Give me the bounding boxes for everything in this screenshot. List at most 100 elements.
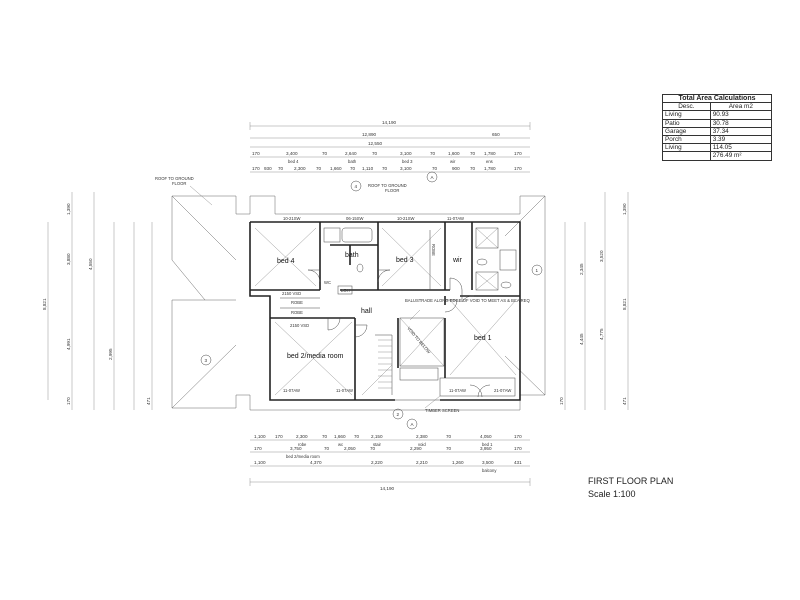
area-value: 37.34 xyxy=(709,126,773,137)
top-row4-d9: 3,100 xyxy=(400,166,412,171)
window-tags: 10-21SW 06-15SW 10-21SW 11-07AW 11-07AW … xyxy=(282,216,511,413)
grid-marker-a-top: A xyxy=(431,175,435,180)
bot-row1-d2: 2,300 xyxy=(296,434,308,439)
top-row4-d6: 70 xyxy=(350,166,356,171)
left-dim-5: 2,995 xyxy=(108,348,113,360)
window-tag-1: 06-15SW xyxy=(346,216,364,221)
area-table-col-desc: Desc. xyxy=(662,102,711,112)
table-row: Living 90.93 xyxy=(662,110,773,120)
top-row4-d8: 70 xyxy=(382,166,388,171)
top-row4-d11: 900 xyxy=(452,166,460,171)
top-label-bath: bath xyxy=(348,159,357,164)
roof-outline: ROOF TO GROUND FLOOR ROOF TO GROUND FLOO… xyxy=(155,176,546,411)
top-row4-d1: 930 xyxy=(264,166,272,171)
top-label-bed4: bed 4 xyxy=(288,159,299,164)
right-dim-5: 4,775 xyxy=(599,328,604,340)
room-bed1: bed 1 xyxy=(474,335,492,342)
plan-title: FIRST FLOOR PLAN xyxy=(588,476,674,486)
grid-marker-4: 4 xyxy=(355,184,358,189)
bot-row3-d6: 431 xyxy=(514,460,522,465)
left-dim-2: 4,550 xyxy=(88,258,93,270)
table-row: Garage 37.34 xyxy=(662,126,773,137)
area-desc: Porch xyxy=(662,135,711,145)
area-desc: Living xyxy=(662,110,711,120)
window-tag-4: 11-07AW xyxy=(283,388,300,393)
bot-row1-d8: 70 xyxy=(446,434,452,439)
bot-row3-d4: 1,260 xyxy=(452,460,464,465)
bot-row1-d4: 1,660 xyxy=(334,434,346,439)
robe-label-2: ROBE xyxy=(291,310,303,315)
bot-label-robe: robe xyxy=(298,442,307,447)
window-tag-8: 2150 VSD xyxy=(282,291,301,296)
bot-row1-d0: 1,100 xyxy=(254,434,266,439)
bot-overall-dim: 14,190 xyxy=(380,486,394,491)
top-row3-d4: 70 xyxy=(372,151,378,156)
left-dim-1: 3,880 xyxy=(66,253,71,265)
top-dimensions: 14,190 12,890 650 12,550 170 3,400 70 2,… xyxy=(249,120,531,173)
fixtures xyxy=(323,227,517,291)
void-note: VOID TO BELOW xyxy=(406,326,431,355)
grid-marker-a-bottom: A xyxy=(411,422,415,427)
top-label-wir: wir xyxy=(450,159,456,164)
top-row4-d2: 70 xyxy=(278,166,284,171)
right-dim-6: 170 xyxy=(559,397,564,405)
room-wc: WC xyxy=(324,280,331,285)
room-bed4: bed 4 xyxy=(277,258,295,265)
left-dim-4: 4,991 xyxy=(66,338,71,350)
room-hall: hall xyxy=(361,308,372,315)
roof-note-mid-2: FLOOR xyxy=(385,188,399,193)
area-table-col-area: Area m2 xyxy=(709,102,773,112)
doors xyxy=(307,269,491,398)
top-row1-dim: 12,890 xyxy=(362,132,376,137)
bot-row2-d4: 70 xyxy=(370,446,376,451)
area-value: 114.05 xyxy=(709,143,773,153)
table-row: Porch 3.39 xyxy=(662,135,773,145)
area-value: 30.78 xyxy=(709,118,773,128)
top-row3-d10: 170 xyxy=(514,151,522,156)
top-label-ens: ens xyxy=(486,159,493,164)
left-dim-6: 170 xyxy=(66,397,71,405)
table-row: Living 114.05 xyxy=(662,143,773,153)
area-total-blank xyxy=(662,151,711,161)
bot-label-void: void xyxy=(418,442,426,447)
top-row4-d5: 1,660 xyxy=(330,166,342,171)
room-bath: bath xyxy=(345,252,359,259)
area-value: 3.39 xyxy=(709,135,773,145)
left-dim-3: 8,821 xyxy=(42,298,47,310)
top-row4-d0: 170 xyxy=(252,166,260,171)
bot-row3-d3: 2,210 xyxy=(416,460,428,465)
bot-row3-d5: 3,500 xyxy=(482,460,494,465)
bot-label-wc: wc xyxy=(338,442,343,447)
right-dim-0: 1,390 xyxy=(622,203,627,215)
top-row4-d13: 1,780 xyxy=(484,166,496,171)
window-tag-2: 10-21SW xyxy=(397,216,415,221)
plan-scale: Scale 1:100 xyxy=(588,489,636,499)
top-row4-d4: 70 xyxy=(316,166,322,171)
robe-label-3: ROBE xyxy=(431,244,436,256)
top-row3-d0: 170 xyxy=(252,151,260,156)
external-walls xyxy=(249,221,521,401)
bot-label-balcony: balcony xyxy=(482,468,497,473)
bot-row2-d3: 2,050 xyxy=(344,446,356,451)
robe-label-1: ROBE xyxy=(291,300,303,305)
table-row: Patio 30.78 xyxy=(662,118,773,128)
bot-row1-d7: 2,380 xyxy=(416,434,428,439)
top-row4-d10: 70 xyxy=(432,166,438,171)
top-overall-dim: 14,190 xyxy=(382,120,396,125)
bot-row3-d2: 2,220 xyxy=(371,460,383,465)
bot-row3-d0: 1,100 xyxy=(254,460,266,465)
grid-marker-1: 1 xyxy=(536,268,539,273)
left-dim-7: 471 xyxy=(146,397,151,405)
bot-row2-d7: 3,950 xyxy=(480,446,492,451)
bot-row1-d6: 2,150 xyxy=(371,434,383,439)
bot-row2-d5: 2,290 xyxy=(410,446,422,451)
left-dimensions: 1,390 3,880 4,550 8,821 4,991 2,995 170 … xyxy=(42,192,153,410)
top-row4-d7: 1,110 xyxy=(362,166,374,171)
top-row3-d2: 70 xyxy=(322,151,328,156)
top-row3-d6: 70 xyxy=(430,151,436,156)
right-dimensions: 1,390 2,345 3,520 8,821 4,445 4,775 170 … xyxy=(559,192,629,410)
bot-row1-d5: 70 xyxy=(354,434,360,439)
bot-row2-d0: 170 xyxy=(254,446,262,451)
area-desc: Living xyxy=(662,143,711,153)
